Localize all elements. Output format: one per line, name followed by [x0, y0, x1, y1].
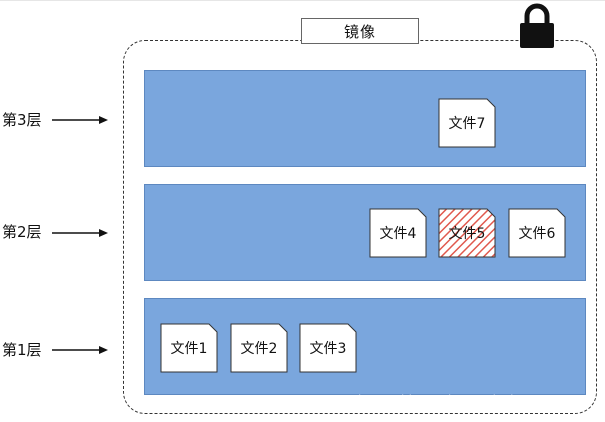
watermark: https://blog.csdn.net/sixeleven611: [358, 393, 566, 407]
file-2: 文件2: [230, 323, 288, 373]
layer-3-label: 第3层: [2, 111, 42, 129]
image-title-label: 镜像: [343, 22, 376, 41]
layer-2-label: 第2层: [2, 223, 42, 241]
layer-3: [144, 70, 586, 167]
file-label: 文件2: [240, 341, 278, 357]
file-4: 文件4: [369, 208, 427, 258]
top-border: [0, 0, 605, 1]
file-label: 文件5: [448, 226, 486, 242]
arrow-right-icon: [52, 116, 108, 124]
image-title: 镜像: [301, 18, 419, 44]
file-6: 文件6: [508, 208, 566, 258]
lock-icon: [520, 3, 554, 48]
file-label: 文件4: [379, 226, 417, 242]
arrow-right-icon: [52, 346, 108, 354]
file-label: 文件6: [518, 226, 556, 242]
layer-1-label: 第1层: [2, 341, 42, 359]
file-1: 文件1: [160, 323, 218, 373]
file-label: 文件3: [309, 341, 347, 357]
layer-1: [144, 298, 586, 395]
file-7: 文件7: [438, 98, 496, 148]
file-5-deleted: 文件5: [438, 208, 496, 258]
file-3: 文件3: [299, 323, 357, 373]
file-label: 文件1: [170, 341, 208, 357]
file-label: 文件7: [448, 116, 486, 132]
arrow-right-icon: [52, 229, 108, 237]
